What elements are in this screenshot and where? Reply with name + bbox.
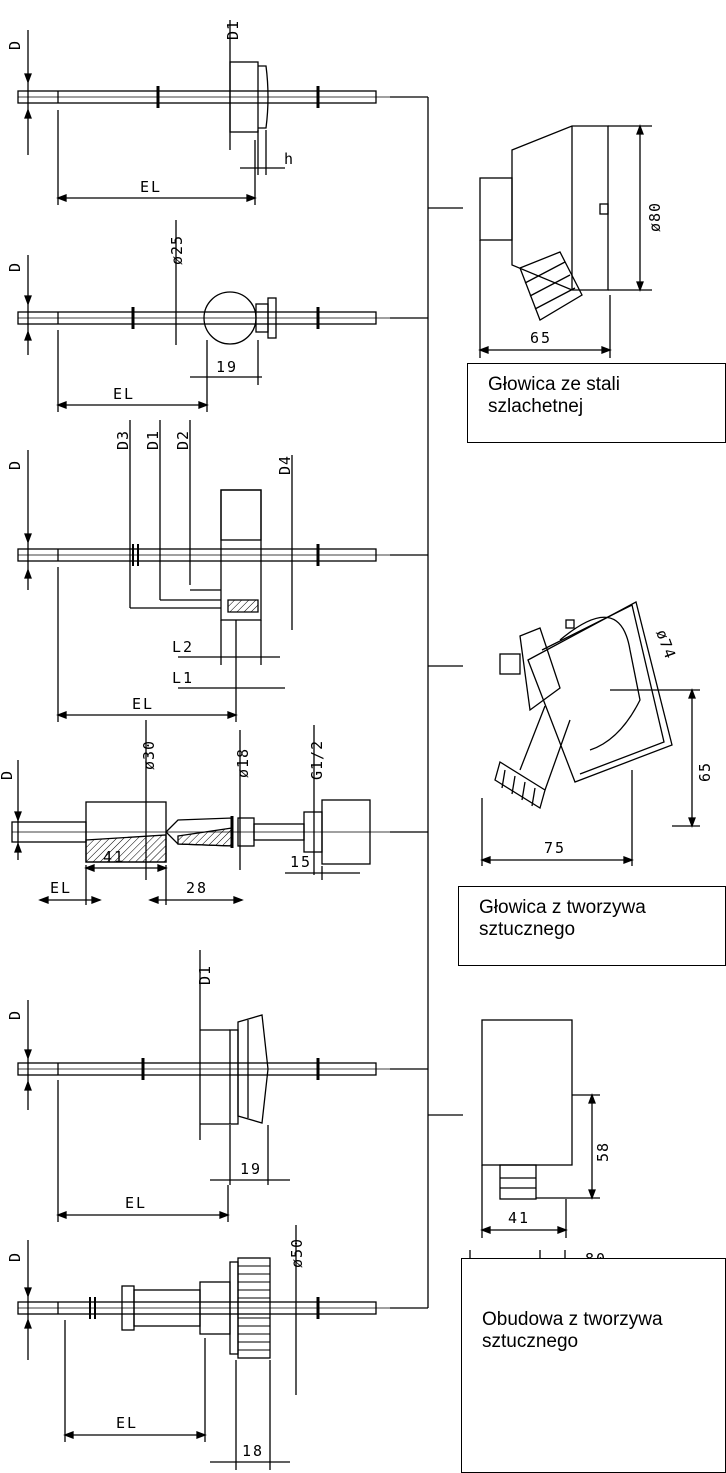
dim-label-L2: L2 [172, 638, 194, 656]
dim-label-D1: D1 [224, 20, 242, 40]
dim-label-EL: EL [50, 879, 72, 897]
assembly-row-4: D ø30 ø18 G1/2 41 15 EL 28 [0, 720, 390, 905]
dim-label-h: h [284, 150, 295, 168]
dim-label-EL: EL [116, 1414, 138, 1432]
head-plastic: 65 ø74 75 [480, 601, 714, 866]
caption-line: sztucznego [479, 919, 576, 940]
dim-label-D: D [6, 1010, 24, 1020]
dim-label-D: D [6, 262, 24, 272]
dim-label-58: 58 [594, 1142, 612, 1162]
caption-line: sztucznego [482, 1331, 579, 1352]
dim-label-d50: ø50 [288, 1238, 306, 1268]
dim-label-d30: ø30 [140, 740, 158, 770]
dim-label-G12: G1/2 [308, 740, 326, 780]
dim-label-D4: D4 [276, 455, 294, 475]
dim-label-D2: D2 [174, 430, 192, 450]
assembly-row-5: D D1 19 EL [6, 950, 390, 1222]
dim-label-D: D [0, 770, 16, 780]
dim-label-41: 41 [103, 848, 125, 866]
dim-label-D: D [6, 1252, 24, 1262]
caption-line: Głowica z tworzywa [479, 897, 646, 918]
caption-plastic-head: Głowica z tworzywa sztucznego [458, 886, 726, 966]
assembly-row-2: D ø25 19 EL [6, 220, 390, 412]
caption-stainless-steel-head: Głowica ze stali szlachetnej [467, 363, 726, 443]
dim-label-d74: ø74 [652, 627, 679, 661]
dim-label-h65: 65 [696, 762, 714, 782]
caption-plastic-housing: Obudowa z tworzywa sztucznego [461, 1258, 726, 1473]
assembly-row-3: D D3 D1 D2 D4 L2 L1 [6, 420, 390, 722]
dim-label-41: 41 [508, 1209, 530, 1227]
dim-label-19: 19 [216, 358, 238, 376]
caption-line: Głowica ze stali [488, 374, 620, 395]
dim-label-D1: D1 [144, 430, 162, 450]
dim-label-D1: D1 [196, 965, 214, 985]
dim-label-D: D [6, 460, 24, 470]
knurling [238, 1265, 270, 1351]
dim-label-28: 28 [186, 879, 208, 897]
dim-label-19: 19 [240, 1160, 262, 1178]
head-stainless-steel: ø80 65 [478, 124, 664, 358]
connector-lines [390, 96, 463, 1309]
dim-label-EL: EL [125, 1194, 147, 1212]
dim-label-EL: EL [132, 695, 154, 713]
dim-label-75: 75 [544, 839, 566, 857]
dim-label-D3: D3 [114, 430, 132, 450]
assembly-row-1: D D1 h EL [6, 20, 390, 205]
dim-label-D: D [6, 40, 24, 50]
dim-label-d80: ø80 [646, 202, 664, 232]
dim-label-65: 65 [530, 329, 552, 347]
caption-line: szlachetnej [488, 396, 584, 417]
dim-label-d25: ø25 [168, 235, 186, 265]
dim-label-EL: EL [113, 385, 135, 403]
dim-label-EL: EL [140, 178, 162, 196]
caption-line: Obudowa z tworzywa [482, 1309, 663, 1330]
dim-label-15: 15 [290, 853, 312, 871]
housing-plastic: 58 41 80 [469, 1019, 612, 1268]
assembly-row-6: D ø50 18 [6, 1225, 390, 1470]
dim-label-18: 18 [242, 1442, 264, 1460]
dim-label-L1: L1 [172, 669, 194, 687]
dim-label-d18: ø18 [234, 748, 252, 778]
